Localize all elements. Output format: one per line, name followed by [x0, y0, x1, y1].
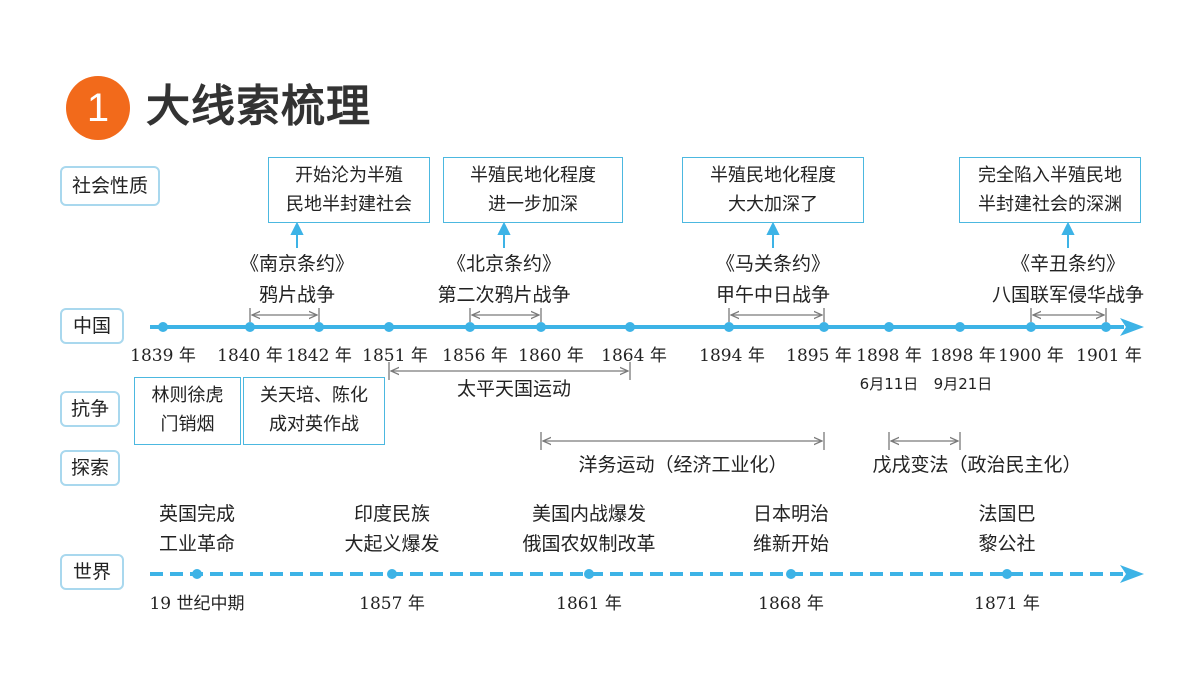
row-label-explore: 探索	[60, 450, 120, 486]
china-year-label: 1840 年	[217, 346, 283, 366]
world-event-line2: 黎公社	[978, 533, 1036, 555]
china-year-label: 1856 年	[442, 346, 508, 366]
resist-box: 林则徐虎 门销烟	[134, 377, 241, 445]
china-year-label: 1851 年	[362, 346, 428, 366]
nature-box-line2: 半封建社会的深渊	[978, 194, 1122, 215]
resist-box: 关天培、陈化 成对英作战	[243, 377, 385, 445]
treaty-label: 《南京条约》	[239, 253, 354, 275]
nature-box-line1: 完全陷入半殖民地	[978, 165, 1122, 186]
china-year-label: 1898 年	[856, 346, 922, 366]
nature-box: 半殖民地化程度 大大加深了	[682, 157, 864, 223]
world-year-markers	[192, 569, 1012, 579]
china-year-label: 1839 年	[130, 346, 196, 366]
world-event-line1: 印度民族	[353, 503, 430, 525]
china-year-label: 1842 年	[286, 346, 352, 366]
world-year-label: 1868 年	[758, 594, 824, 614]
nature-box: 完全陷入半殖民地 半封建社会的深渊	[959, 157, 1141, 223]
nature-box-line2: 民地半封建社会	[286, 194, 412, 215]
war-label: 甲午中日战争	[715, 284, 830, 306]
world-event-line1: 美国内战爆发	[531, 503, 646, 525]
world-year-label: 1861 年	[556, 594, 622, 614]
nature-box: 半殖民地化程度 进一步加深	[443, 157, 623, 223]
china-year-label: 1900 年	[998, 346, 1064, 366]
china-year-label: 1895 年	[786, 346, 852, 366]
world-event: 美国内战爆发 俄国农奴制改革	[489, 499, 689, 559]
yangwu-bracket	[540, 432, 825, 450]
row-label-resist: 抗争	[60, 391, 120, 427]
wuxu-bracket	[888, 432, 961, 450]
resist-box-line2: 门销烟	[160, 414, 215, 435]
nature-box: 开始沦为半殖 民地半封建社会	[268, 157, 430, 223]
world-event-line1: 日本明治	[752, 503, 829, 525]
row-label-world: 世界	[60, 554, 124, 590]
world-event: 英国完成 工业革命	[117, 499, 277, 559]
nature-box-line1: 开始沦为半殖	[295, 165, 403, 186]
war-label: 八国联军侵华战争	[991, 284, 1144, 306]
row-label-china: 中国	[60, 308, 124, 344]
war-duration-brackets	[249, 308, 1107, 322]
nature-box-line2: 大大加深了	[728, 194, 818, 215]
taiping-label: 太平天国运动	[456, 378, 571, 400]
world-year-label: 1857 年	[359, 594, 425, 614]
treaty-label: 《马关条约》	[715, 253, 830, 275]
war-label: 鸦片战争	[258, 284, 335, 306]
wuxu-label: 戊戌变法（政治民主化）	[872, 454, 1082, 476]
china-axis-arrowhead	[1120, 318, 1144, 336]
world-event-line2: 维新开始	[752, 533, 829, 555]
page-title: 大线索梳理	[146, 81, 371, 132]
treaty-label: 《北京条约》	[446, 253, 561, 275]
resist-box-line2: 成对英作战	[269, 414, 359, 435]
war-label: 第二次鸦片战争	[437, 284, 571, 306]
world-year-label: 1871 年	[974, 594, 1040, 614]
nature-box-line2: 进一步加深	[488, 194, 578, 215]
wuxu-start-date: 6月11日	[859, 375, 919, 393]
treaty-to-nature-arrows	[290, 221, 1075, 248]
world-event-line2: 大起义爆发	[344, 533, 440, 555]
world-event-line1: 英国完成	[158, 503, 235, 525]
treaty-label: 《辛丑条约》	[1010, 253, 1125, 275]
resist-box-line1: 林则徐虎	[151, 385, 224, 406]
china-year-label: 1898 年	[930, 346, 996, 366]
row-label-society: 社会性质	[60, 166, 160, 206]
world-year-label: 19 世纪中期	[149, 594, 245, 614]
yangwu-label: 洋务运动（经济工业化）	[578, 454, 788, 476]
world-axis-arrowhead	[1120, 565, 1144, 583]
china-year-markers	[158, 322, 1111, 332]
world-event-line2: 俄国农奴制改革	[522, 533, 656, 555]
world-event-line2: 工业革命	[158, 533, 235, 555]
world-event: 法国巴 黎公社	[927, 499, 1087, 559]
section-number-badge: 1	[66, 76, 130, 140]
wuxu-end-date: 9月21日	[933, 375, 993, 393]
china-year-label: 1901 年	[1076, 346, 1142, 366]
world-event: 日本明治 维新开始	[711, 499, 871, 559]
china-year-label: 1894 年	[699, 346, 765, 366]
china-year-label: 1864 年	[601, 346, 667, 366]
world-event: 印度民族 大起义爆发	[312, 499, 472, 559]
nature-box-line1: 半殖民地化程度	[710, 165, 836, 186]
china-year-label: 1860 年	[518, 346, 584, 366]
taiping-bracket	[388, 362, 631, 380]
resist-box-line1: 关天培、陈化	[260, 385, 368, 406]
world-event-line1: 法国巴	[978, 503, 1036, 525]
nature-box-line1: 半殖民地化程度	[470, 165, 596, 186]
